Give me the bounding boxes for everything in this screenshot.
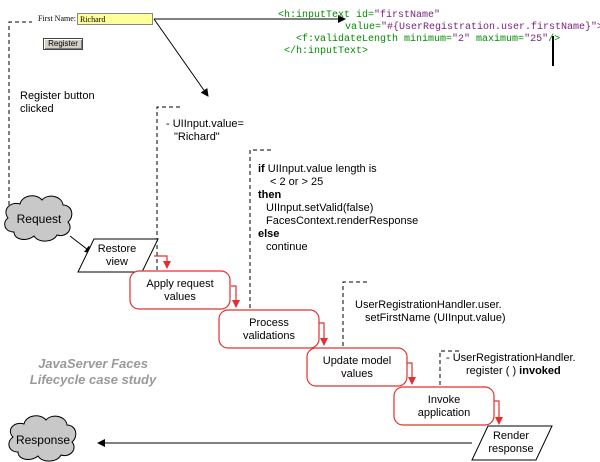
red-arrows: [154, 255, 503, 425]
dashed-process-validations: [249, 149, 271, 308]
note-uiinput-value: - UIInput.value= "Richard": [166, 118, 244, 143]
response-cloud: [8, 415, 77, 462]
restore-view-label: Restore view: [97, 243, 137, 268]
dashed-update-model: [342, 281, 367, 346]
arrow-process-to-update: [319, 322, 328, 346]
code-snippet: <h:inputText id="firstName" value="#{Use…: [278, 10, 600, 58]
dashed-connectors: [8, 21, 460, 385]
black-arrows: [69, 15, 554, 447]
dashed-apply-request: [156, 106, 183, 270]
dashed-request-to-form: [8, 21, 32, 205]
request-label: Request: [16, 212, 62, 226]
invoke-application-label: Invoke application: [417, 394, 471, 419]
render-response-label: Render response: [488, 430, 534, 455]
code-line-2: value="#{UserRegistration.user.firstName…: [345, 22, 600, 33]
note-handler-register: - UserRegistrationHandler. register ( ) …: [446, 352, 576, 377]
note-handler-user: UserRegistrationHandler.user. setFirstNa…: [355, 299, 506, 324]
note-register-clicked: Register button clicked: [20, 90, 95, 115]
invoke-application-box: [393, 386, 495, 426]
apply-request-label: Apply request values: [146, 278, 214, 303]
note-validation-logic: if UIInput.value length is < 2 or > 25 t…: [258, 163, 419, 253]
process-validations-label: Process validations: [243, 317, 295, 342]
update-model-label: Update model values: [322, 355, 392, 380]
request-cloud: [4, 195, 73, 242]
code-line-4: </h:inputText>: [284, 46, 369, 57]
render-response-shape: [471, 425, 553, 461]
diagram-caption: JavaServer Faces Lifecycle case study: [29, 356, 157, 387]
arrow-apply-to-process: [231, 285, 240, 308]
code-line-1: <h:inputText id="firstName": [278, 10, 441, 21]
code-line-3: <f:validateLength minimum="2" maximum="2…: [296, 34, 561, 45]
process-validations-box: [218, 309, 320, 349]
phase-boxes: [129, 270, 495, 426]
arrow-invoke-to-render: [494, 400, 503, 425]
arrow-restore-to-apply: [154, 255, 171, 269]
register-button[interactable]: Register: [43, 38, 83, 50]
first-name-input[interactable]: Richard: [77, 13, 153, 25]
arrow-update-to-invoke: [407, 362, 416, 385]
arrow-code-to-uiinput: [153, 18, 209, 97]
response-label: Response: [15, 433, 71, 447]
update-model-box: [306, 347, 408, 387]
apply-request-box: [129, 270, 231, 310]
first-name-label: First Name:: [38, 14, 76, 23]
